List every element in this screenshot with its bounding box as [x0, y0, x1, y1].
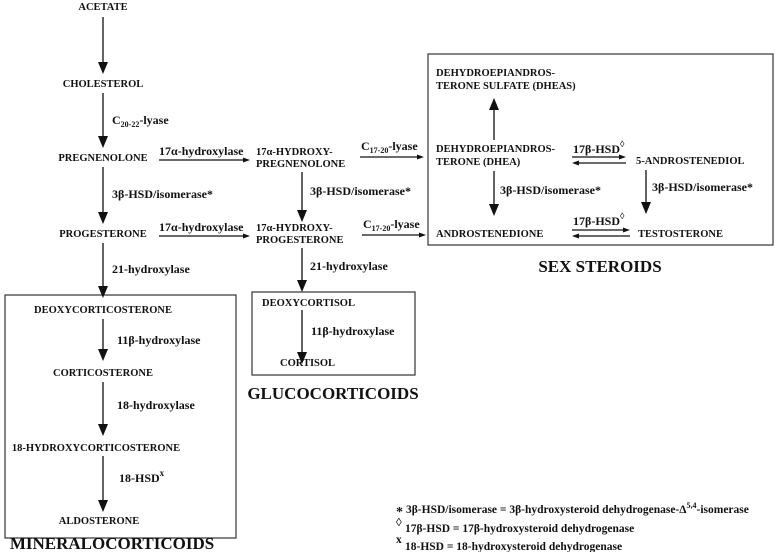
arrowhead [419, 232, 426, 238]
footnote-1: *3β-HSD/isomerase = 3β-hydroxysteroid de… [396, 501, 749, 520]
enzyme-17a-hydroxylase-2: 17α-hydroxylase [159, 220, 244, 234]
node-cholesterol: CHOLESTEROL [63, 79, 144, 90]
sex-steroids-box [427, 53, 774, 246]
footnote-2: 17β-HSD = 17β-hydroxysteroid dehydrogena… [405, 523, 634, 535]
enzyme-17b-hsd-1: 17β-HSD◊ [573, 139, 625, 156]
node-deoxycorticosterone: DEOXYCORTICOSTERONE [34, 305, 172, 316]
enzyme-c20-22-lyase: C20-22-lyase [112, 113, 169, 129]
enzyme-18-hsd: 18-HSDx [119, 468, 165, 485]
enzyme-17b-hsd-2: 17β-HSD◊ [573, 211, 625, 228]
node-17oh-pregnenolone: 17α-HYDROXY- [256, 147, 333, 158]
node-progesterone: PROGESTERONE [59, 229, 147, 240]
node-testosterone: TESTOSTERONE [638, 229, 723, 240]
group-label-sex-steroids: SEX STEROIDS [538, 257, 661, 276]
node-aldosterone: ALDOSTERONE [59, 516, 140, 527]
arrowhead [641, 202, 651, 214]
arrowhead [489, 98, 499, 110]
enzyme-c17-20-lyase-2: C17-20-lyase [363, 217, 420, 233]
enzyme-c17-20-lyase-1: C17-20-lyase [361, 139, 418, 155]
node-dheas: DEHYDROEPIANDROS- [436, 68, 556, 79]
arrowhead [98, 286, 108, 298]
enzyme-17a-hydroxylase-1: 17α-hydroxylase [159, 144, 244, 158]
group-label-glucocorticoids: GLUCOCORTICOIDS [247, 384, 418, 403]
node-cortisol: CORTISOL [280, 358, 335, 369]
enzyme-3b-hsd-4: 3β-HSD/isomerase* [652, 180, 753, 194]
node-dhea-line2: TERONE (DHEA) [436, 157, 521, 168]
footnote-3-mark: x [396, 534, 402, 546]
node-corticosterone: CORTICOSTERONE [53, 368, 153, 379]
mineralocorticoids-box [4, 294, 237, 539]
enzyme-21-hydroxylase-1: 21-hydroxylase [112, 262, 190, 276]
arrowhead [243, 157, 250, 163]
node-17oh-pregnenolone-line2: PREGNENOLONE [256, 159, 345, 170]
enzyme-18-hydroxylase: 18-hydroxylase [117, 398, 195, 412]
footnote-3: 18-HSD = 18-hydroxysteroid dehydrogenase [405, 541, 622, 552]
node-androstenediol: 5-ANDROSTENEDIOL [636, 156, 745, 167]
node-dhea: DEHYDROEPIANDROS- [436, 144, 556, 155]
node-17oh-progesterone-line2: PROGESTERONE [256, 235, 344, 246]
arrowhead [297, 352, 307, 364]
arrowhead [489, 204, 499, 216]
arrowhead [98, 349, 108, 361]
arrowhead [98, 136, 108, 148]
arrowhead [98, 500, 108, 512]
arrowhead [243, 233, 250, 239]
arrowhead [623, 227, 630, 233]
arrowhead [417, 154, 424, 160]
enzyme-11b-hydroxylase-1: 11β-hydroxylase [117, 333, 201, 347]
arrowhead [98, 62, 108, 74]
node-acetate: ACETATE [78, 2, 127, 13]
footnotes: *3β-HSD/isomerase = 3β-hydroxysteroid de… [396, 501, 749, 552]
enzyme-3b-hsd-3: 3β-HSD/isomerase* [500, 183, 601, 197]
node-pregnenolone: PREGNENOLONE [58, 153, 147, 164]
arrowhead [98, 212, 108, 224]
arrowhead [619, 154, 626, 160]
node-androstenedione: ANDROSTENEDIONE [436, 229, 543, 240]
arrowhead [98, 424, 108, 436]
enzyme-11b-hydroxylase-2: 11β-hydroxylase [311, 324, 395, 338]
arrowhead [572, 160, 579, 166]
node-18-hydroxycorticosterone: 18-HYDROXYCORTICOSTERONE [12, 443, 180, 454]
enzyme-3b-hsd-2: 3β-HSD/isomerase* [310, 184, 411, 198]
arrowhead [297, 280, 307, 292]
node-dheas-line2: TERONE SULFATE (DHEAS) [436, 81, 576, 92]
footnote-2-mark: ◊ [396, 517, 402, 529]
glucocorticoids-box [251, 291, 416, 376]
arrowhead [572, 233, 579, 239]
enzyme-3b-hsd-1: 3β-HSD/isomerase* [112, 187, 213, 201]
node-deoxycortisol: DEOXYCORTISOL [262, 298, 355, 309]
group-label-mineralocorticoids: MINERALOCORTICOIDS [10, 534, 214, 552]
node-17oh-progesterone: 17α-HYDROXY- [256, 223, 333, 234]
arrowhead [297, 210, 307, 222]
enzyme-21-hydroxylase-2: 21-hydroxylase [310, 259, 388, 273]
